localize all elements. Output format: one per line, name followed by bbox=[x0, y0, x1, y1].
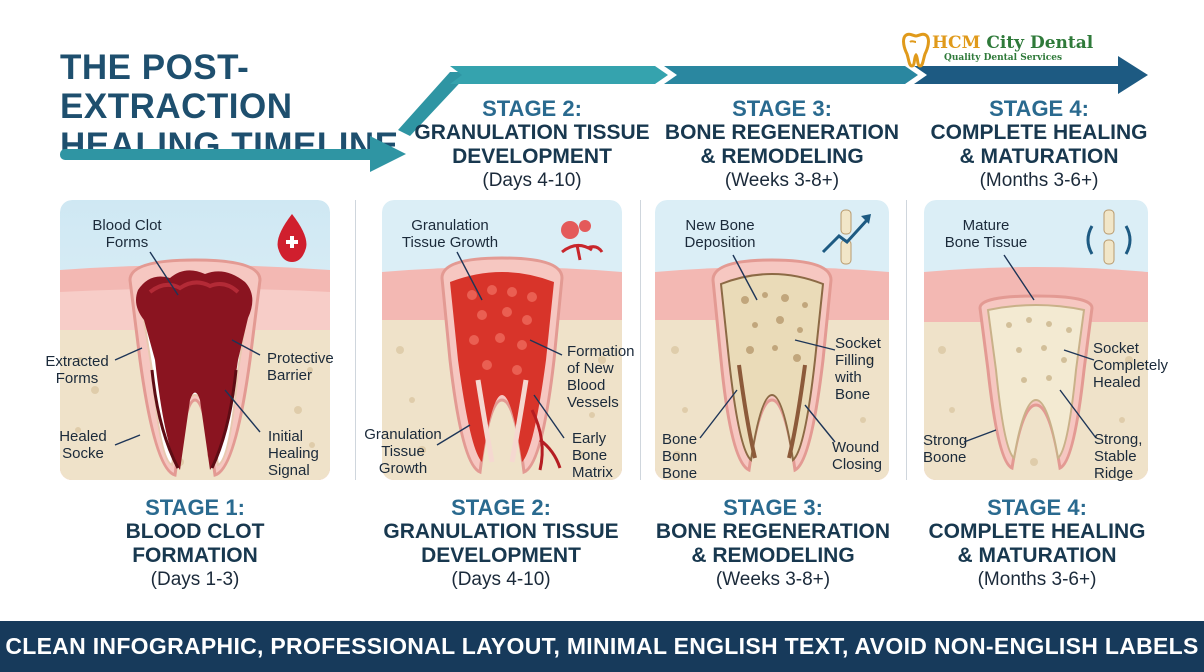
stage-3-illustration bbox=[655, 200, 889, 480]
stage-1-illustration bbox=[60, 200, 330, 480]
timeline-arrow-rise bbox=[398, 72, 470, 136]
footer-banner: CLEAN INFOGRAPHIC, PROFESSIONAL LAYOUT, … bbox=[0, 621, 1204, 672]
top-stage-2-heading: STAGE 2: GRANULATION TISSUE DEVELOPMENT … bbox=[392, 97, 672, 193]
stage-title-line-1: BONE REGENERATION bbox=[664, 121, 900, 144]
stage-duration: (Weeks 3-8+) bbox=[715, 569, 831, 590]
logo-name-part1: HCM bbox=[932, 33, 981, 53]
stage-title-line-2: DEVELOPMENT bbox=[421, 544, 581, 567]
knee-joint-icon bbox=[821, 209, 871, 265]
stage-duration: (Days 4-10) bbox=[482, 170, 582, 191]
stage-number: STAGE 3: bbox=[723, 495, 823, 520]
stage-2-caption: STAGE 2: GRANULATION TISSUE DEVELOPMENT … bbox=[370, 496, 632, 592]
stage-number: STAGE 1: bbox=[145, 495, 245, 520]
stage-title-line-1: BLOOD CLOT bbox=[125, 520, 265, 543]
stage-title-line-1: GRANULATION TISSUE bbox=[414, 121, 650, 144]
stage-number: STAGE 2: bbox=[482, 96, 582, 121]
stage-2-illustration bbox=[382, 200, 622, 480]
stage-title-line-2: FORMATION bbox=[132, 544, 258, 567]
stage-title-line-1: COMPLETE HEALING bbox=[928, 520, 1146, 543]
column-divider bbox=[355, 200, 356, 480]
logo-tagline: Quality Dental Services bbox=[944, 53, 1063, 63]
stage-number: STAGE 3: bbox=[732, 96, 832, 121]
logo-name: HCM City Dental bbox=[932, 33, 1093, 53]
stage-duration: (Weeks 3-8+) bbox=[724, 170, 840, 191]
joint-rotate-icon bbox=[1086, 209, 1132, 265]
stage-title-line-1: BONE REGENERATION bbox=[655, 520, 891, 543]
logo-name-part2: City Dental bbox=[980, 33, 1094, 53]
column-divider bbox=[640, 200, 641, 480]
stage-title-line-2: & REMODELING bbox=[691, 544, 855, 567]
stage-title-line-1: COMPLETE HEALING bbox=[930, 121, 1148, 144]
stage-duration: (Days 1-3) bbox=[150, 569, 240, 590]
stage-title-line-1: GRANULATION TISSUE bbox=[383, 520, 619, 543]
stage-title-line-2: DEVELOPMENT bbox=[452, 145, 612, 168]
stage-title-line-2: & REMODELING bbox=[700, 145, 864, 168]
timeline-arrow-start bbox=[60, 136, 406, 172]
top-stage-4-heading: STAGE 4: COMPLETE HEALING & MATURATION (… bbox=[900, 97, 1178, 193]
cells-icon bbox=[561, 220, 604, 261]
stage-1-caption: STAGE 1: BLOOD CLOT FORMATION (Days 1-3) bbox=[60, 496, 330, 592]
stage-4-illustration bbox=[924, 200, 1148, 480]
stage-title-line-2: & MATURATION bbox=[959, 145, 1119, 168]
title-line-1: THE POST-EXTRACTION bbox=[60, 48, 293, 126]
stage-number: STAGE 4: bbox=[987, 495, 1087, 520]
stage-title-line-2: & MATURATION bbox=[957, 544, 1117, 567]
stage-number: STAGE 2: bbox=[451, 495, 551, 520]
column-divider bbox=[906, 200, 907, 480]
stage-duration: (Months 3-6+) bbox=[977, 569, 1097, 590]
stage-number: STAGE 4: bbox=[989, 96, 1089, 121]
top-stage-3-heading: STAGE 3: BONE REGENERATION & REMODELING … bbox=[642, 97, 922, 193]
timeline-arrow-main bbox=[450, 56, 1148, 94]
blood-drop-icon bbox=[277, 214, 307, 262]
timeline-arrows bbox=[60, 56, 1148, 172]
tooth-icon bbox=[902, 32, 930, 68]
stage-duration: (Days 4-10) bbox=[451, 569, 551, 590]
stage-4-caption: STAGE 4: COMPLETE HEALING & MATURATION (… bbox=[912, 496, 1162, 592]
stage-duration: (Months 3-6+) bbox=[979, 170, 1099, 191]
stage-3-caption: STAGE 3: BONE REGENERATION & REMODELING … bbox=[643, 496, 903, 592]
